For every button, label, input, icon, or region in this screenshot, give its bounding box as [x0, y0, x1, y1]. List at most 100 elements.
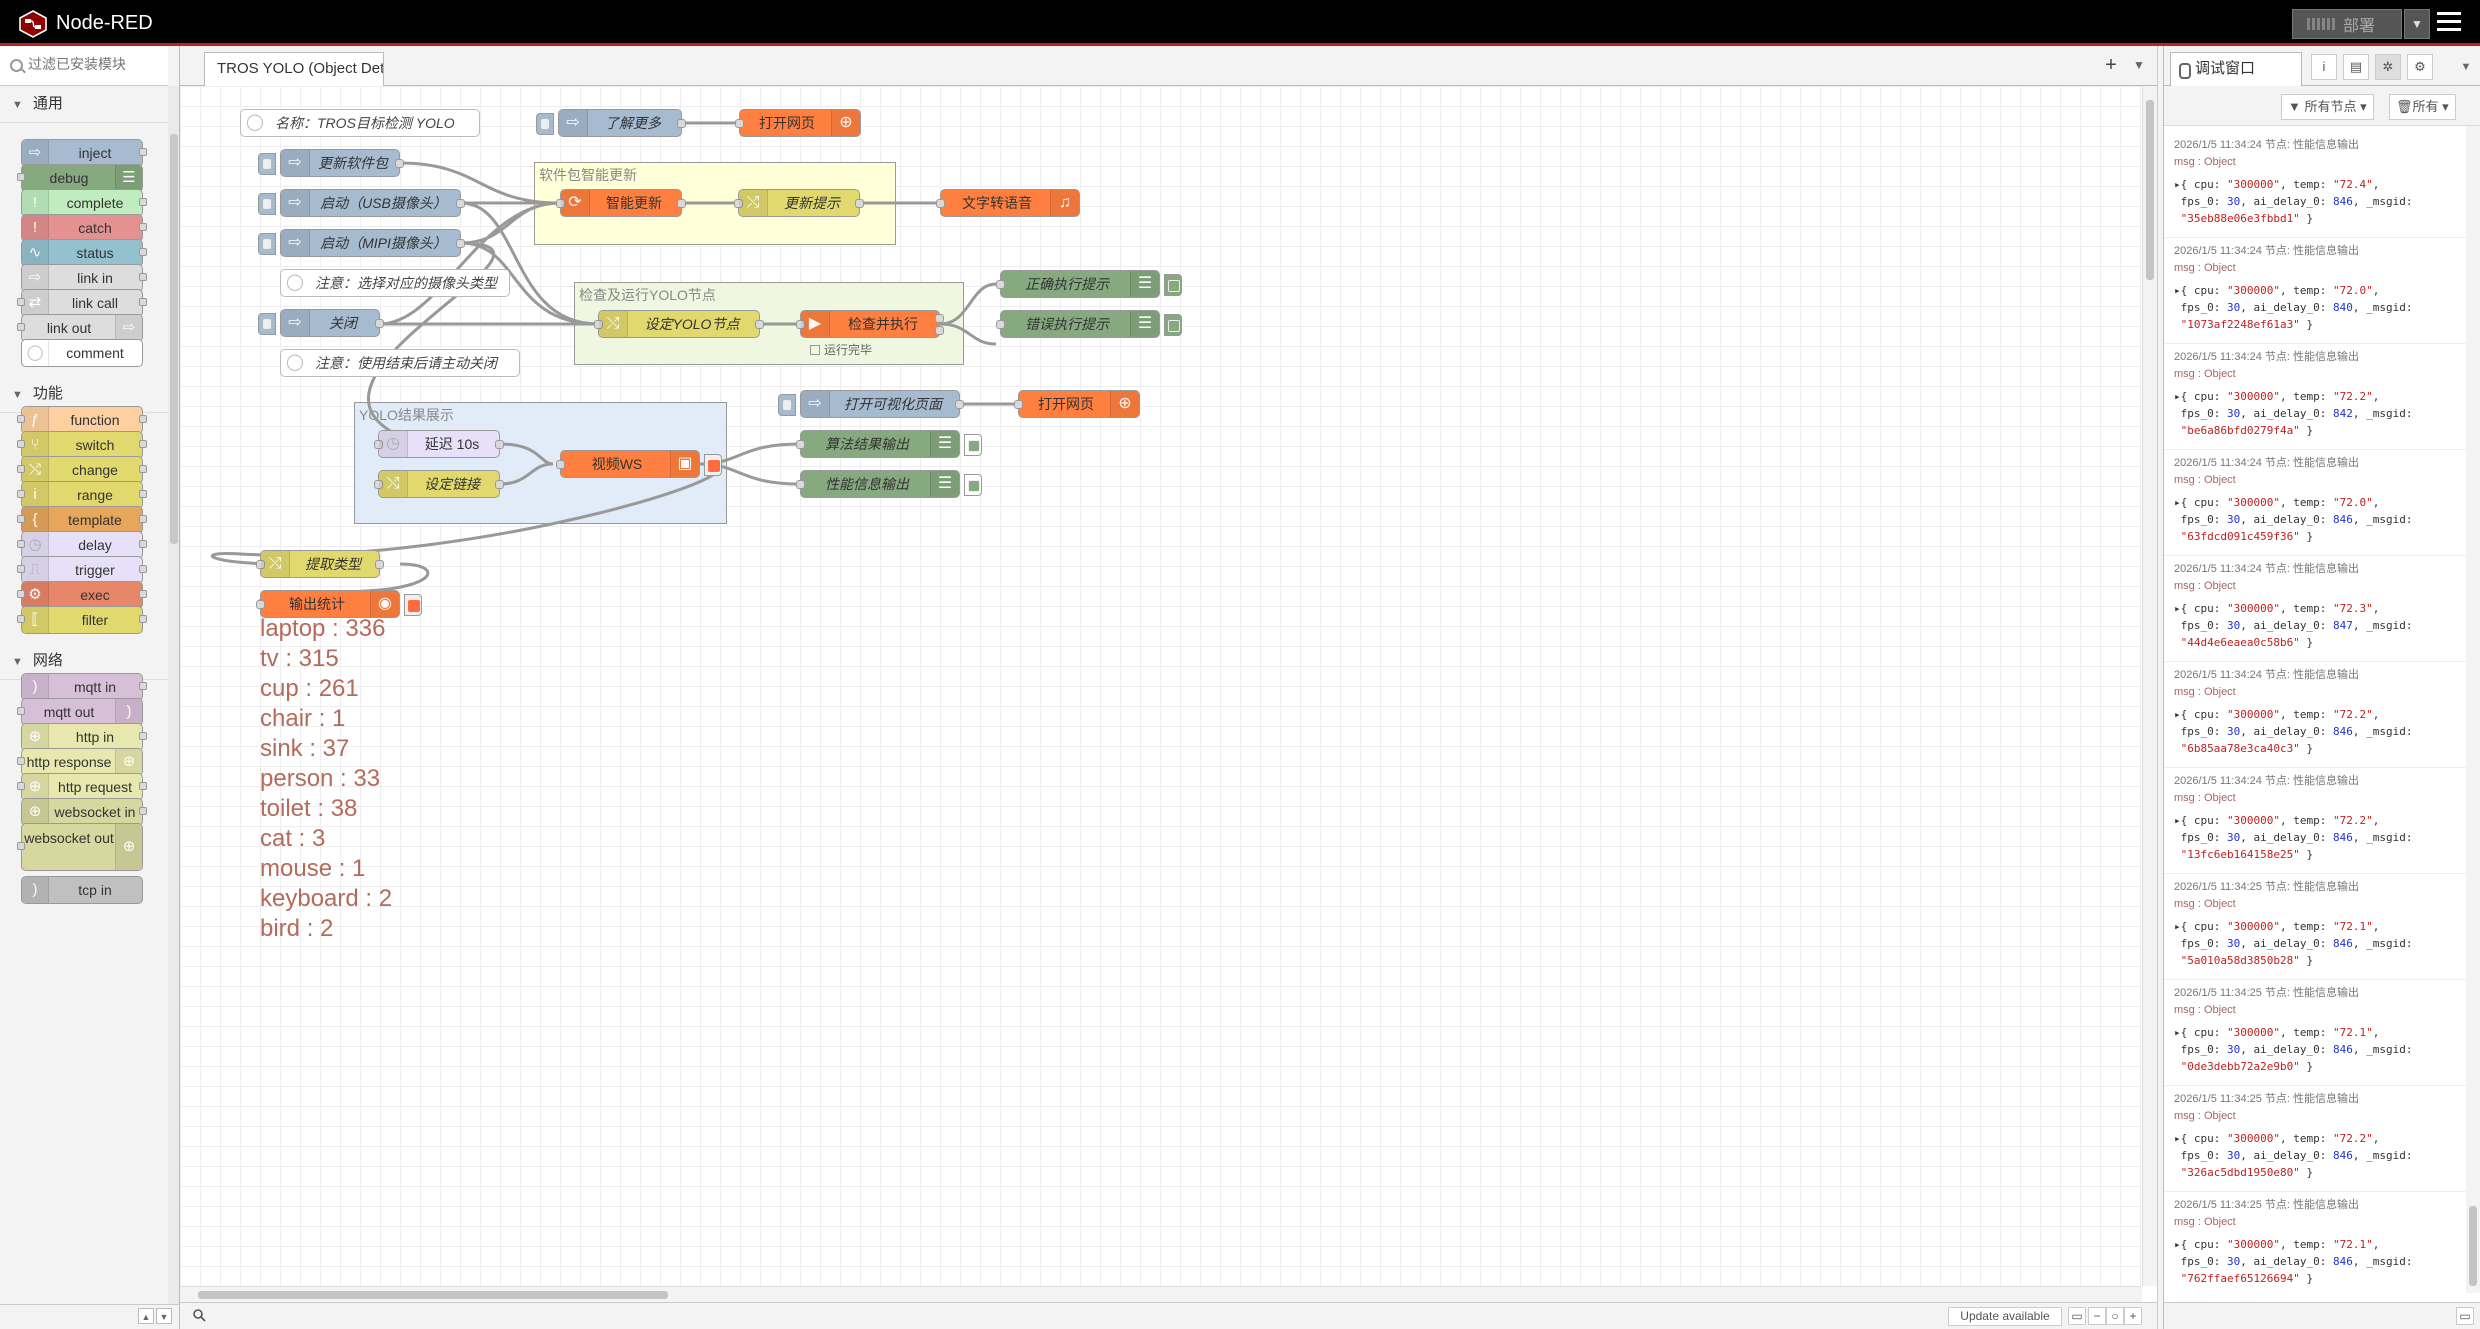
navigator-icon[interactable]: ▭	[2068, 1307, 2086, 1325]
bug-icon[interactable]: ✲	[2375, 54, 2401, 80]
zoom-out-icon[interactable]: −	[2088, 1307, 2106, 1325]
palette-node-trigger[interactable]: ⎍trigger	[17, 556, 147, 584]
palette-node-http-in[interactable]: ⊕http in	[21, 723, 147, 751]
sidebar-menu-icon[interactable]: ▼	[2460, 61, 2472, 73]
debug-scrollbar[interactable]	[2466, 126, 2480, 1293]
gear-icon[interactable]: ⚙	[2407, 54, 2433, 80]
palette-node-filter[interactable]: ⟦filter	[17, 606, 147, 634]
popout-icon[interactable]: ▭	[2456, 1307, 2474, 1325]
inject-trigger-button[interactable]	[258, 233, 276, 255]
inject-node-start-mipi[interactable]: ⇨启动（MIPI摄像头）	[258, 229, 465, 257]
node-check-exec[interactable]: ▶检查并执行	[796, 310, 944, 338]
change-node-extract-type[interactable]: ⤭提取类型	[256, 550, 384, 578]
exec-node-open-web-2[interactable]: 打开网页⊕	[1014, 390, 1140, 418]
main-menu-icon[interactable]	[2437, 12, 2461, 34]
search-icon[interactable]	[192, 1308, 206, 1322]
tab-debug[interactable]: 调试窗口	[2170, 52, 2302, 86]
node-smart-update[interactable]: ⟳智能更新	[556, 189, 686, 217]
palette-node-delay[interactable]: ◷delay	[17, 531, 147, 559]
expand-arrow-icon[interactable]: ▸	[2174, 1238, 2181, 1251]
tab-flow-tros-yolo[interactable]: TROS YOLO (Object Detect	[204, 52, 384, 86]
palette-node-websocket-out[interactable]: ⊕websocket out	[17, 823, 143, 871]
expand-arrow-icon[interactable]: ▸	[2174, 814, 2181, 827]
palette-node-http-request[interactable]: ⊕http request	[17, 773, 147, 801]
inject-node-learn-more[interactable]: ⇨了解更多	[536, 109, 686, 137]
debug-clear-button[interactable]: 🗑所有 ▾	[2389, 94, 2456, 120]
inject-node-start-usb[interactable]: ⇨启动（USB摄像头）	[258, 189, 465, 217]
expand-arrow-icon[interactable]: ▸	[2174, 390, 2181, 403]
debug-toggle-button[interactable]	[1164, 274, 1182, 296]
debug-filter-button[interactable]: ▼ 所有节点 ▾	[2281, 94, 2374, 120]
debug-node-algo-out[interactable]: 算法结果输出☰	[796, 430, 982, 458]
deploy-dropdown-button[interactable]: ▼	[2404, 9, 2430, 39]
comment-node-name[interactable]: ◯名称：TROS目标检测 YOLO	[240, 109, 480, 137]
node-toggle-button[interactable]	[704, 454, 722, 476]
palette-node-link-call[interactable]: ⇄link call	[17, 289, 147, 317]
palette-node-status[interactable]: ∿status	[21, 239, 147, 267]
book-icon[interactable]: ▤	[2343, 54, 2369, 80]
palette-category-common[interactable]: ▼通用	[0, 86, 168, 123]
inject-trigger-button[interactable]	[536, 113, 554, 135]
workspace-horizontal-scrollbar[interactable]	[180, 1286, 2142, 1302]
debug-node-ok-tip[interactable]: 正确执行提示☰	[996, 270, 1182, 298]
zoom-reset-icon[interactable]: ○	[2106, 1307, 2124, 1325]
debug-toggle-button[interactable]	[964, 434, 982, 456]
comment-node-close[interactable]: ◯注意：使用结束后请主动关闭	[280, 349, 520, 377]
palette-node-tcp-in[interactable]: )tcp in	[21, 876, 143, 904]
group-yolo-result[interactable]: YOLO结果展示	[354, 402, 727, 524]
tab-list-menu-icon[interactable]: ▼	[2133, 58, 2145, 72]
expand-arrow-icon[interactable]: ▸	[2174, 708, 2181, 721]
palette-node-debug[interactable]: ☰debug	[17, 164, 143, 192]
inject-node-update-pkg[interactable]: ⇨更新软件包	[258, 149, 404, 177]
exec-node-open-web-1[interactable]: 打开网页⊕	[735, 109, 861, 137]
node-toggle-button[interactable]	[404, 594, 422, 616]
change-node-set-link[interactable]: ⤭设定链接	[374, 470, 504, 498]
expand-arrow-icon[interactable]: ▸	[2174, 178, 2181, 191]
zoom-in-icon[interactable]: +	[2124, 1307, 2142, 1325]
palette-node-link-out[interactable]: ⇨link out	[17, 314, 143, 342]
expand-arrow-icon[interactable]: ▸	[2174, 1026, 2181, 1039]
palette-node-websocket-in[interactable]: ⊕websocket in	[21, 798, 147, 826]
palette-node-change[interactable]: ⤭change	[17, 456, 147, 484]
node-output-stats[interactable]: 输出统计◉	[256, 590, 422, 618]
workspace-vertical-scrollbar[interactable]	[2142, 86, 2157, 1286]
node-video-ws[interactable]: 视频WS▣	[556, 450, 722, 478]
expand-arrow-icon[interactable]: ▸	[2174, 496, 2181, 509]
palette-node-exec[interactable]: ⚙exec	[17, 581, 147, 609]
expand-arrow-icon[interactable]: ▸	[2174, 920, 2181, 933]
palette-node-http-response[interactable]: ⊕http response	[17, 748, 143, 776]
palette-node-comment[interactable]: ◯comment	[21, 339, 143, 367]
inject-trigger-button[interactable]	[258, 313, 276, 335]
add-tab-icon[interactable]: +	[2105, 54, 2117, 76]
palette-scrollbar[interactable]	[168, 86, 179, 1329]
expand-arrow-icon[interactable]: ▸	[2174, 284, 2181, 297]
change-node-update-tip[interactable]: ⤭更新提示	[734, 189, 864, 217]
node-tts[interactable]: 文字转语音♫	[936, 189, 1080, 217]
sidebar-separator[interactable]	[2157, 46, 2163, 1329]
expand-arrow-icon[interactable]: ▸	[2174, 602, 2181, 615]
flow-workspace[interactable]: 软件包智能更新 检查及运行YOLO节点 YOLO结果展示	[180, 86, 2142, 1286]
change-node-set-yolo[interactable]: ⤭设定YOLO节点	[594, 310, 764, 338]
inject-trigger-button[interactable]	[778, 394, 796, 416]
comment-node-camera[interactable]: ◯注意：选择对应的摄像头类型	[280, 269, 510, 297]
inject-trigger-button[interactable]	[258, 153, 276, 175]
expand-arrow-icon[interactable]: ▸	[2174, 1132, 2181, 1145]
debug-toggle-button[interactable]	[964, 474, 982, 496]
inject-node-close[interactable]: ⇨关闭	[258, 309, 384, 337]
inject-node-open-vis[interactable]: ⇨打开可视化页面	[778, 390, 964, 418]
palette-node-link-in[interactable]: ⇨link in	[21, 264, 147, 292]
collapse-all-icon[interactable]: ▲	[138, 1308, 154, 1324]
delay-node-10s[interactable]: ◷延迟 10s	[374, 430, 504, 458]
